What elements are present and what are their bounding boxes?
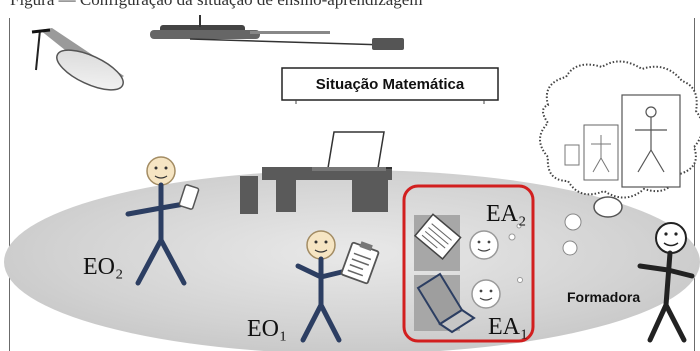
page-frame	[9, 18, 695, 351]
ea1-label: EA₁	[488, 314, 529, 340]
desk-icon	[240, 131, 392, 214]
ea1-group	[414, 272, 523, 334]
whiteboard	[281, 67, 499, 101]
formadora-label: Formadora	[567, 289, 641, 305]
ea2-group	[413, 213, 522, 271]
formadora-figure	[637, 222, 695, 343]
document-icon	[413, 213, 462, 260]
situacao-matematica-label: Situação Matemática	[315, 75, 465, 93]
tablet-icon	[178, 184, 200, 210]
thought-cloud-icon	[539, 60, 700, 256]
eo1-figure	[295, 230, 380, 343]
projector-icon	[150, 15, 404, 50]
ea-group-highlight	[402, 184, 535, 343]
lamp-icon	[31, 28, 124, 91]
eo2-figure	[125, 156, 200, 286]
ea2-label: EA₂	[486, 201, 527, 227]
laptop-icon	[416, 272, 476, 334]
eo2-label: EO₂	[83, 254, 124, 280]
clipboard-icon	[340, 241, 380, 285]
eo1-label: EO₁	[247, 316, 288, 342]
figure-caption: Figura — Configuração da situação de ens…	[10, 0, 700, 10]
